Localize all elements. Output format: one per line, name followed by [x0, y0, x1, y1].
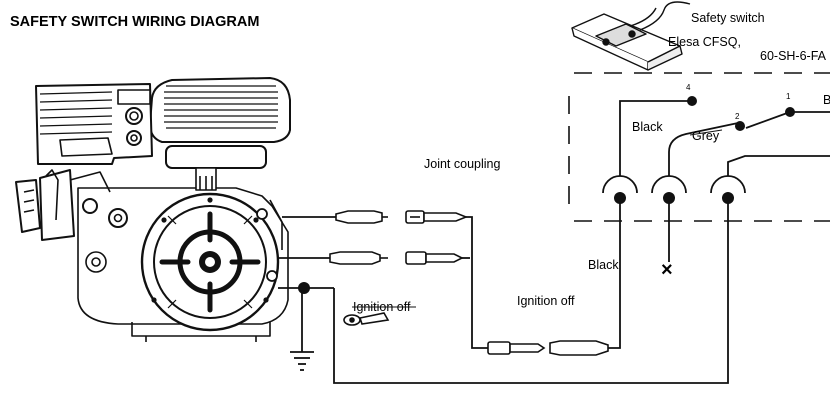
grey-wire-label: Grey [692, 129, 720, 143]
contact-4 [687, 96, 697, 106]
contact-1 [785, 107, 795, 117]
switch-contacts [687, 96, 795, 131]
safety-switch-illustration [571, 1, 691, 71]
open-end-cross: × [661, 259, 673, 281]
safety-switch-model-1: Elesa CFSQ, [668, 35, 741, 49]
wires [278, 198, 729, 384]
safety-switch-enclosure [568, 72, 830, 222]
ignition-off-label-right: Ignition off [517, 294, 575, 308]
safety-switch-model-2: 60-SH-6-FA [760, 49, 827, 63]
joint-coupling-middle [329, 251, 464, 265]
contact-2 [735, 121, 745, 131]
diagram-title: SAFETY SWITCH WIRING DIAGRAM [10, 14, 259, 30]
joint-coupling-label: Joint coupling [424, 157, 500, 171]
safety-switch-label: Safety switch [691, 11, 765, 25]
terminal-dots [614, 192, 734, 204]
cut-off-label: B [823, 93, 830, 107]
joint-coupling-top [335, 210, 469, 224]
engine-illustration [15, 77, 291, 342]
ring-terminal [343, 312, 390, 326]
pin-2-label: 2 [735, 112, 740, 121]
ground-junction-dot [298, 282, 310, 294]
pin-4-label: 4 [686, 83, 691, 92]
ground-symbol [290, 351, 314, 371]
black-wire-label-bottom: Black [588, 258, 619, 272]
pin-1-label: 1 [786, 92, 791, 101]
grey-strike [689, 129, 723, 136]
black-wire-label-top: Black [632, 120, 663, 134]
ignition-off-coupling [487, 340, 609, 356]
switch-terminals [602, 175, 746, 194]
